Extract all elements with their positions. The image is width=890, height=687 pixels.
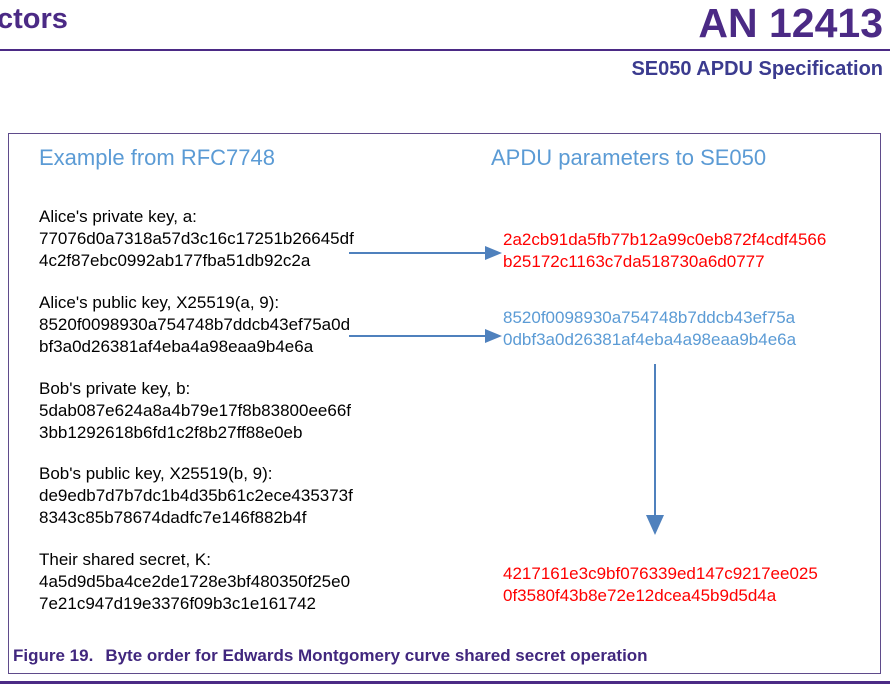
down-arrow-shared-secret — [654, 364, 656, 515]
header-divider — [0, 49, 890, 51]
key-label: Alice's public key, X25519(a, 9): — [39, 293, 280, 312]
key-hex-line: 5dab087e624a8a4b79e17f8b83800ee66f — [39, 401, 351, 420]
key-hex-line: 4c2f87ebc0992ab177fba51db92c2a — [39, 251, 311, 270]
apdu-hex-line: 8520f0098930a754748b7ddcb43ef75a — [503, 308, 796, 327]
page-footer-rule — [0, 681, 890, 684]
key-hex-line: 3bb1292618b6fd1c2f8b27ff88e0eb — [39, 423, 303, 442]
key-block-bob-private: Bob's private key, b: 5dab087e624a8a4b79… — [39, 378, 351, 444]
key-label: Bob's private key, b: — [39, 379, 191, 398]
apdu-value-shared-secret: 4217161e3c9bf076339ed147c9217ee025 0f358… — [503, 563, 818, 607]
apdu-value-private-key: 2a2cb91da5fb77b12a99c0eb872f4cdf4566 b25… — [503, 229, 826, 273]
key-block-alice-public: Alice's public key, X25519(a, 9): 8520f0… — [39, 292, 350, 358]
key-label: Bob's public key, X25519(b, 9): — [39, 464, 273, 483]
clipped-header-title: ctors — [0, 3, 68, 35]
figure-frame: Example from RFC7748 APDU parameters to … — [8, 133, 881, 674]
key-block-shared-secret: Their shared secret, K: 4a5d9d5ba4ce2de1… — [39, 549, 350, 615]
key-hex-line: de9edb7d7b7dc1b4d35b61c2ece435373f — [39, 486, 353, 505]
apdu-hex-line: 0f3580f43b8e72e12dcea45b9d5d4a — [503, 586, 777, 605]
key-hex-line: bf3a0d26381af4eba4a98eaa9b4e6a — [39, 337, 314, 356]
apdu-hex-line: 2a2cb91da5fb77b12a99c0eb872f4cdf4566 — [503, 230, 827, 249]
key-hex-line: 4a5d9d5ba4ce2de1728e3bf480350f25e0 — [39, 572, 351, 591]
key-hex-line: 77076d0a7318a57d3c16c17251b26645df — [39, 229, 354, 248]
key-hex-line: 8343c85b78674dadfc7e146f882b4f — [39, 508, 307, 527]
key-label: Their shared secret, K: — [39, 550, 211, 569]
key-hex-line: 8520f0098930a754748b7ddcb43ef75a0d — [39, 315, 351, 334]
apdu-value-public-key: 8520f0098930a754748b7ddcb43ef75a 0dbf3a0… — [503, 307, 796, 351]
document-number: AN 12413 — [698, 0, 883, 46]
figure-caption: Figure 19. Byte order for Edwards Montgom… — [13, 646, 648, 666]
right-arrow-head-icon — [485, 329, 502, 343]
down-arrow-head-icon — [646, 515, 664, 535]
figure-caption-text: Byte order for Edwards Montgomery curve … — [105, 646, 648, 665]
right-arrow-public-key — [349, 335, 485, 337]
column-heading-apdu: APDU parameters to SE050 — [491, 145, 767, 170]
key-hex-line: 7e21c947d19e3376f09b3c1e161742 — [39, 594, 316, 613]
key-block-alice-private: Alice's private key, a: 77076d0a7318a57d… — [39, 206, 354, 272]
apdu-hex-line: b25172c1163c7da518730a6d0777 — [503, 252, 765, 271]
figure-caption-number: Figure 19. — [13, 646, 94, 665]
right-arrow-head-icon — [485, 246, 502, 260]
right-arrow-private-key — [349, 252, 485, 254]
key-block-bob-public: Bob's public key, X25519(b, 9): de9edb7d… — [39, 463, 353, 529]
column-heading-rfc7748: Example from RFC7748 — [39, 145, 275, 170]
apdu-hex-line: 0dbf3a0d26381af4eba4a98eaa9b4e6a — [503, 330, 797, 349]
document-subtitle: SE050 APDU Specification — [631, 58, 883, 80]
apdu-hex-line: 4217161e3c9bf076339ed147c9217ee025 — [503, 564, 818, 583]
key-label: Alice's private key, a: — [39, 207, 197, 226]
